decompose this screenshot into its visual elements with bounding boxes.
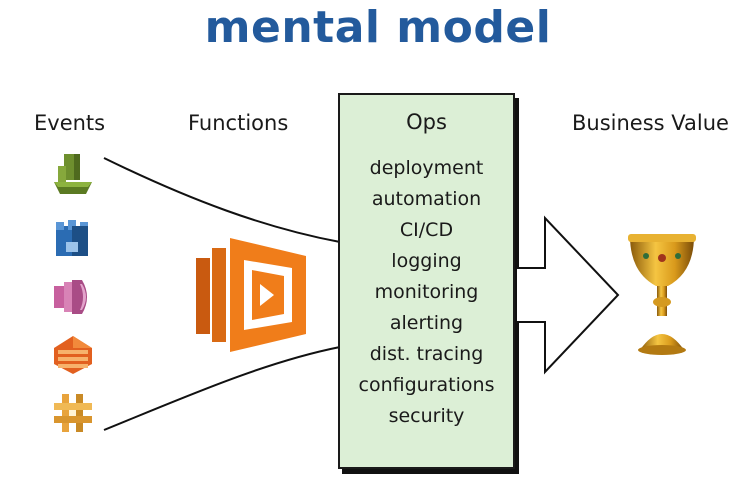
ops-item: logging [391,250,462,272]
ops-title: Ops [406,110,447,134]
dynamodb-icon [54,336,92,374]
page-title: mental model [204,2,552,53]
value-arrow-shape [515,215,620,375]
cloudwatch-icon [54,154,92,194]
ops-item: security [388,405,465,427]
kinesis-icon [54,280,87,314]
functions-header: Functions [188,111,289,135]
ops-item: dist. tracing [369,343,484,365]
ops-item: deployment [369,157,484,179]
ops-item: configurations [358,374,495,396]
ops-item: alerting [389,312,464,334]
ops-item: CI/CD [399,219,454,241]
api-gateway-icon [54,394,92,432]
business-value-header: Business Value [572,111,729,135]
s3-icon [56,220,88,256]
lambda-icon [196,238,306,352]
golden-chalice-icon [628,234,696,355]
funnel-top-curve [103,157,341,243]
events-header: Events [34,111,106,135]
ops-item: automation [371,188,482,210]
ops-item: monitoring [374,281,479,303]
ops-box: Ops deployment automation CI/CD logging … [338,93,515,469]
funnel-bottom-curve [103,346,341,431]
ops-items-list: deployment automation CI/CD logging moni… [340,153,513,432]
